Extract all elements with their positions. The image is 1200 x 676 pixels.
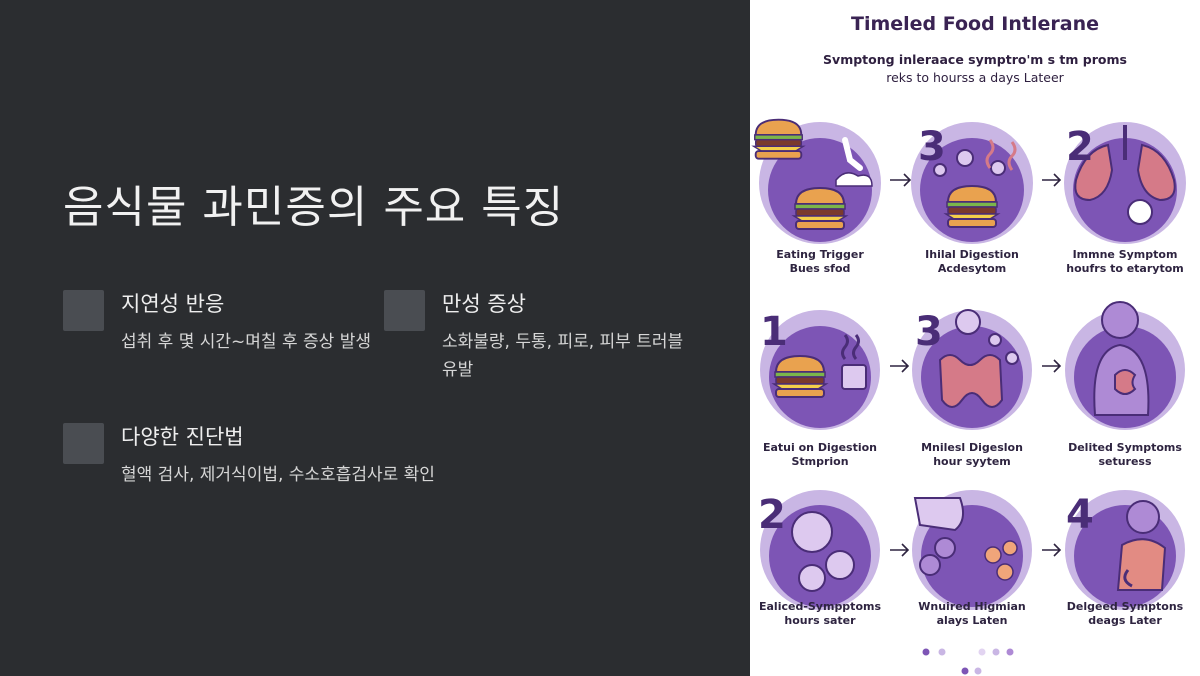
caption-line: Bues sfod [789,262,851,275]
step-caption: Delgeed Symptons deags Later [1055,600,1195,628]
step-circle-4: 1 [760,309,880,430]
arrow-icon [1042,173,1062,187]
feature-icon-box [63,290,104,331]
step-circle-8 [912,490,1032,610]
infographic-image: 3 2 1 [750,0,1200,676]
step-number: 3 [918,124,946,170]
caption-line: Mnilesl Digeslon [921,441,1023,454]
step-circle-3: 2 [1064,122,1186,244]
feature-description: 섭취 후 몇 시간~며칠 후 증상 발생 [121,332,371,352]
step-circle-1 [752,118,881,244]
step-caption: Eating Trigger Bues sfod [750,248,890,276]
step-number: 4 [1066,492,1094,538]
feature-description: 혈액 검사, 제거식이법, 수소호흡검사로 확인 [121,465,435,485]
caption-line: Delited Symptoms [1068,441,1182,454]
step-circle-6 [1065,301,1185,430]
infographic-title: Timeled Food Intlerane [851,13,1099,35]
infographic-graphics: 3 2 1 [752,118,1186,675]
arrow-icon [890,359,910,373]
step-number: 2 [1066,124,1094,170]
arrow-icon [890,173,912,187]
step-circle-2: 3 [911,122,1033,244]
step-caption: Immne Symptom houfrs to etarytom [1055,248,1195,276]
infographic-subtitle-2: reks to hourss a days Lateer [886,70,1064,85]
feature-heading: 만성 증상 [442,292,526,316]
feature-heading: 다양한 진단법 [121,425,244,449]
caption-line: Immne Symptom [1072,248,1178,261]
step-number: 2 [758,492,786,538]
caption-line: Ihilal Digestion [925,248,1019,261]
caption-line: seturess [1098,455,1152,468]
caption-line: Eatui on Digestion [762,441,878,454]
caption-line: Acdesytom [937,262,1007,275]
feature-icon-box [384,290,425,331]
step-circle-5: 3 [912,309,1032,430]
step-caption: Delited Symptoms seturess [1055,441,1195,469]
step-caption: Ihilal Digestion Acdesytom [902,248,1042,276]
caption-line: hour syytem [933,455,1011,468]
caption-line: Wnuired Higmian [918,600,1026,613]
pagination-dots [922,648,1014,675]
caption-line: alays Laten [936,614,1008,627]
caption-line: Delgeed Symptons [1066,600,1184,613]
arrow-icon [890,543,910,557]
feature-icon-box [63,423,104,464]
step-caption: Eatui on Digestion Stmprion [750,441,890,469]
step-number: 1 [760,309,788,355]
feature-heading: 지연성 반응 [121,292,225,316]
arrow-icon [1042,543,1062,557]
step-circle-9: 4 [1065,490,1185,610]
caption-line: Eating Trigger [776,248,864,261]
step-caption: Ealiced-Sympptoms hours sater [750,600,890,628]
feature-description: 소화불량, 두통, 피로, 피부 트러블 유발 [442,332,684,380]
caption-line: Stmprion [791,455,849,468]
slide-title: 음식물 과민증의 주요 특징 [63,182,565,233]
step-circle-7: 2 [758,490,880,610]
step-caption: Wnuired Higmian alays Laten [902,600,1042,628]
step-caption: Mnilesl Digeslon hour syytem [902,441,1042,469]
caption-line: hours sater [784,614,856,627]
slide-text-panel: 음식물 과민증의 주요 특징 지연성 반응 섭취 후 몇 시간~며칠 후 증상 … [63,182,684,485]
step-number: 3 [915,309,943,355]
infographic-subtitle: Svmptong inleraace symptro'm s tm proms [823,52,1127,67]
arrow-icon [1042,359,1062,373]
caption-line: deags Later [1088,614,1162,627]
caption-line: Ealiced-Sympptoms [758,600,882,613]
caption-line: houfrs to etarytom [1066,262,1184,275]
